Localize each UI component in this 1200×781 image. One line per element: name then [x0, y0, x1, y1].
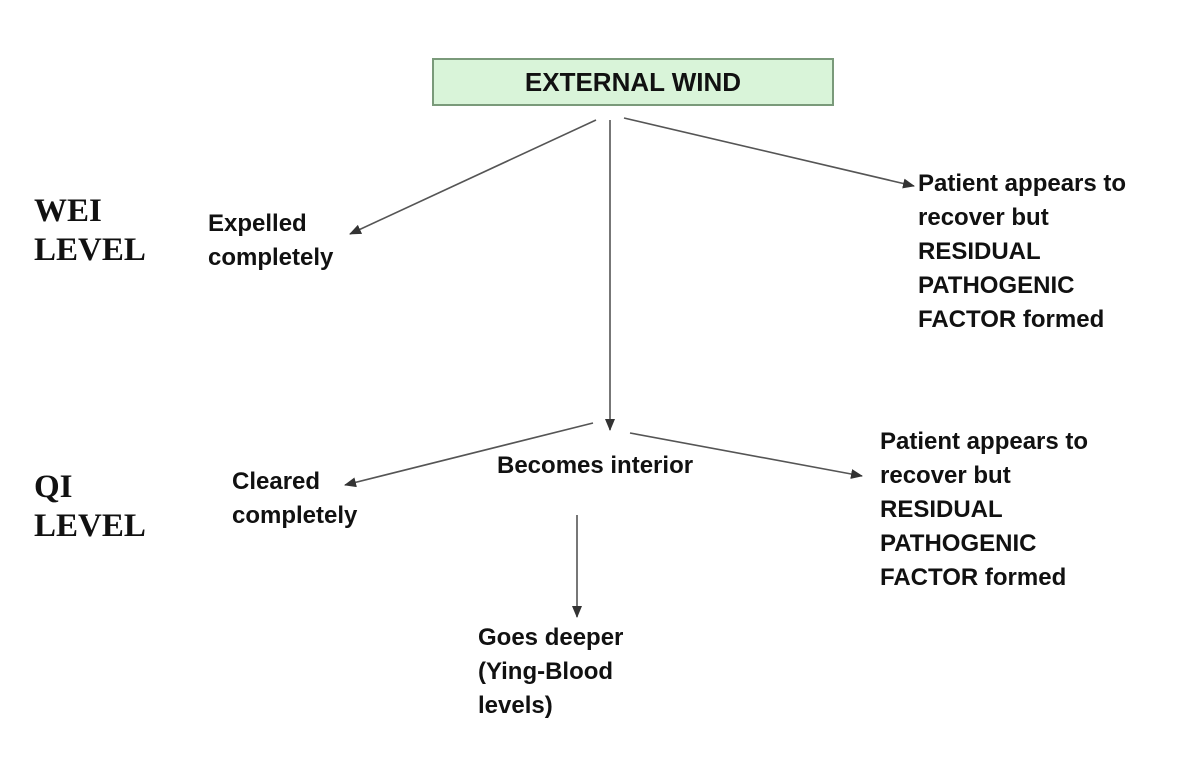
cleared-line-2: completely [232, 502, 358, 529]
wei-level-label: WEI LEVEL [34, 192, 146, 270]
residual-wei-line-4: PATHOGENIC [918, 272, 1075, 299]
arrow-wind-to-expelled [349, 119, 597, 235]
residual-qi-line-3: RESIDUAL [880, 496, 1003, 523]
expelled-line-2: completely [208, 244, 334, 271]
arrow-wind-to-residual-wei [623, 117, 915, 189]
residual-qi-line-1: Patient appears to [880, 428, 1089, 455]
wei-level-line-1: WEI [34, 193, 102, 229]
expelled-completely-node: Expelled completely [208, 207, 333, 275]
cleared-completely-node: Cleared completely [232, 465, 357, 533]
qi-level-line-2: LEVEL [34, 508, 146, 544]
expelled-line-1: Expelled [208, 210, 307, 237]
becomes-interior-label: Becomes interior [497, 452, 694, 479]
residual-wei-line-1: Patient appears to [918, 170, 1127, 197]
external-wind-label: EXTERNAL WIND [524, 66, 742, 97]
residual-qi-line-2: recover but [880, 462, 1011, 489]
goes-deeper-node: Goes deeper (Ying-Blood levels) [478, 621, 623, 723]
deeper-line-3: levels) [478, 692, 553, 719]
residual-qi-line-4: PATHOGENIC [880, 530, 1037, 557]
deeper-line-2: (Ying-Blood [478, 658, 614, 685]
residual-factor-wei-node: Patient appears to recover but RESIDUAL … [918, 167, 1126, 337]
arrow-interior-to-cleared [344, 422, 594, 488]
residual-wei-line-3: RESIDUAL [918, 238, 1041, 265]
qi-level-label: QI LEVEL [34, 468, 146, 546]
qi-level-line-1: QI [34, 469, 73, 505]
residual-factor-qi-node: Patient appears to recover but RESIDUAL … [880, 425, 1088, 595]
wei-level-line-2: LEVEL [34, 232, 146, 268]
external-wind-box: EXTERNAL WIND [432, 58, 834, 106]
cleared-line-1: Cleared [232, 468, 321, 495]
residual-wei-line-2: recover but [918, 204, 1049, 231]
residual-qi-line-5: FACTOR formed [880, 564, 1067, 591]
residual-wei-line-5: FACTOR formed [918, 306, 1105, 333]
deeper-line-1: Goes deeper [478, 624, 624, 651]
becomes-interior-node: Becomes interior [497, 449, 693, 483]
arrow-interior-to-residual-qi [629, 432, 863, 479]
